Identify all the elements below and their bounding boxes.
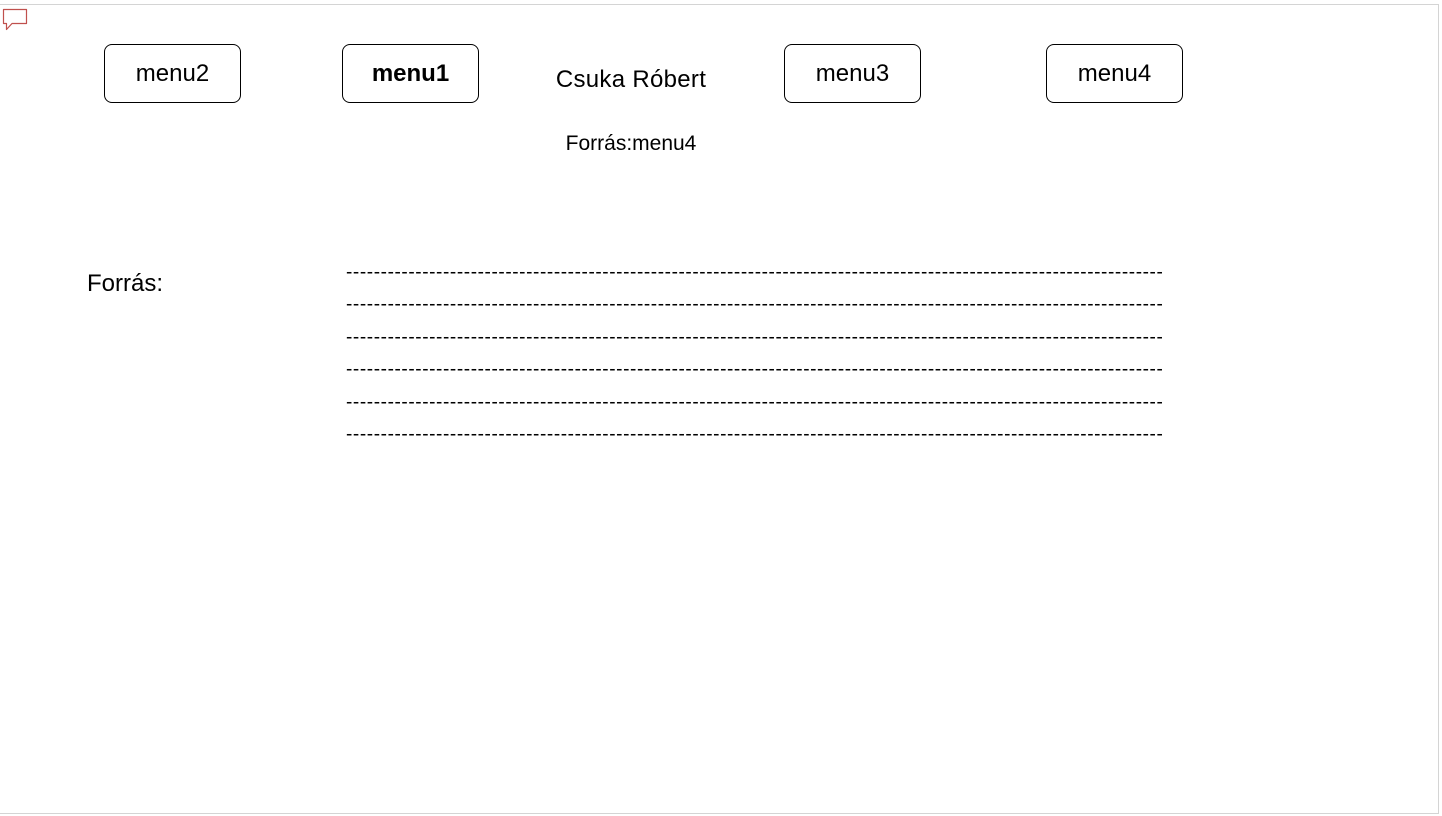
placeholder-lines: ----------------------------------------… [346, 261, 1246, 455]
menu4-button[interactable]: menu4 [1046, 44, 1183, 103]
placeholder-line: ----------------------------------------… [346, 294, 1164, 316]
author-name: Csuka Róbert [555, 66, 707, 93]
menu1-button[interactable]: menu1 [342, 44, 479, 103]
placeholder-line: ----------------------------------------… [346, 326, 1164, 348]
source-menu-label: Forrás:menu4 [565, 132, 697, 155]
placeholder-line: ----------------------------------------… [346, 262, 1164, 283]
menu3-button[interactable]: menu3 [784, 44, 921, 103]
placeholder-line: ----------------------------------------… [346, 391, 1164, 413]
comment-icon[interactable] [2, 8, 28, 32]
source-label: Forrás: [87, 270, 164, 297]
slide-frame [0, 4, 1439, 814]
menu2-button[interactable]: menu2 [104, 44, 241, 103]
placeholder-line: ----------------------------------------… [346, 423, 1164, 445]
placeholder-line: ----------------------------------------… [346, 359, 1164, 381]
